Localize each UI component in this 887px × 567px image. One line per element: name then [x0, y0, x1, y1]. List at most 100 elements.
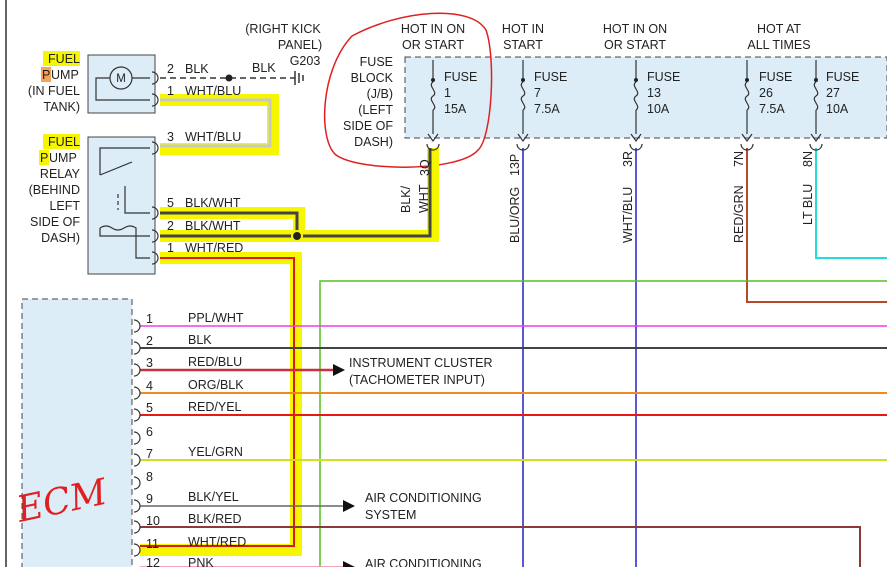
relay-label: FUEL P UMP RELAY (BEHIND LEFT SIDE OF DA…: [29, 134, 81, 245]
fuse-block-label: FUSE BLOCK (J/B) (LEFT SIDE OF DASH): [343, 55, 394, 149]
fuse-13: FUSE 13 10A: [629, 60, 680, 151]
ecm-pin-12-num: 12: [146, 556, 160, 567]
ecm-pin-10-num: 10: [146, 514, 160, 528]
ecm-pin-9-wire: BLK/YEL: [188, 490, 239, 504]
fuse-7-pin: 13P: [508, 154, 522, 176]
header-3-line1: HOT IN ON: [603, 22, 667, 36]
ecm-pin-4-wire: ORG/BLK: [188, 378, 244, 392]
ecm-pin-5-wire: RED/YEL: [188, 400, 242, 414]
ecm-pin-1-wire: PPL/WHT: [188, 311, 244, 325]
relay-box: [87, 136, 156, 275]
fuse-block-line1: FUSE: [360, 55, 393, 69]
fuse-block-line4: (LEFT: [358, 103, 393, 117]
fuse-block-line2: BLOCK: [351, 71, 394, 85]
arrow-instrument-cluster: [333, 364, 345, 376]
motor-label: M: [116, 73, 126, 85]
ground-note-line2: PANEL): [278, 38, 322, 52]
fuse-26-num: 26: [759, 86, 773, 100]
relay-pin-2-wire: BLK/WHT: [185, 219, 241, 233]
ecm-pin-8-num: 8: [146, 470, 153, 484]
pump-pin-1-wire: WHT/BLU: [185, 84, 241, 98]
relay-connectors: [151, 141, 159, 265]
relay-label-line7: DASH): [41, 231, 80, 245]
relay-label-line2-hl: P: [40, 151, 48, 165]
fuse-block-line3: (J/B): [367, 87, 393, 101]
ecm-box: [21, 298, 133, 567]
wire-blk-wht-2: [160, 148, 432, 238]
wire-ecm-10: [140, 526, 861, 567]
pump-pin-1-num: 1: [167, 84, 174, 98]
relay-label-line6: SIDE OF: [30, 215, 80, 229]
dest-ac2-line1: AIR CONDITIONING: [365, 557, 482, 567]
relay-pin-5-wire: BLK/WHT: [185, 196, 241, 210]
ecm-pin-3-num: 3: [146, 356, 153, 370]
pump-label-line1: FUEL: [48, 52, 80, 66]
ecm-pin-7-num: 7: [146, 447, 153, 461]
dest-instrument-cluster-line2: (TACHOMETER INPUT): [349, 373, 485, 387]
dest-instrument-cluster-line1: INSTRUMENT CLUSTER: [349, 356, 493, 370]
header-2-line1: HOT IN: [502, 22, 544, 36]
fuse-13-wire: WHT/BLU: [621, 187, 635, 243]
fuse-headers: HOT IN ON OR START HOT IN START HOT IN O…: [401, 22, 811, 52]
ecm-pin-6-num: 6: [146, 425, 153, 439]
fuse-1-rating: 15A: [444, 102, 467, 116]
fuse-26-label: FUSE: [759, 70, 792, 84]
splice-dot-ground: [225, 74, 233, 82]
relay-label-line3: RELAY: [40, 167, 81, 181]
fuse-1-wire-line2: WHT: [417, 184, 431, 213]
ecm-pin-10-wire: BLK/RED: [188, 512, 242, 526]
fuse-13-pin: 3R: [621, 151, 635, 167]
header-1-line2: OR START: [402, 38, 464, 52]
fuse-26-wire: RED/GRN: [732, 185, 746, 243]
arrow-air-conditioning-2: [343, 561, 355, 567]
wire-blk-wht-5: [160, 211, 299, 236]
dest-ac-line2: SYSTEM: [365, 508, 416, 522]
header-4-line1: HOT AT: [757, 22, 801, 36]
relay-internal-symbol: [99, 147, 150, 259]
wire-red-grn: [746, 148, 887, 303]
relay-label-line2-rest: UMP: [49, 151, 77, 165]
relay-pin-3-wire: WHT/BLU: [185, 130, 241, 144]
ecm-pin-2-num: 2: [146, 334, 153, 348]
wire-lt-blu: [815, 148, 887, 259]
ground-id: G203: [290, 54, 321, 68]
relay-pin-5-num: 5: [167, 196, 174, 210]
dest-ac-line1: AIR CONDITIONING: [365, 491, 482, 505]
relay-label-line1: FUEL: [48, 135, 80, 149]
fuse-1-pin: 3Q: [418, 159, 432, 176]
fuse-27: FUSE 27 10A: [809, 60, 859, 151]
pump-label-line4: TANK): [43, 100, 80, 114]
ecm-pin-2-wire: BLK: [188, 333, 212, 347]
pump-ground-wire-label: BLK: [252, 61, 276, 75]
ecm-pin-9-num: 9: [146, 492, 153, 506]
pump-label-line2-hl: P: [42, 68, 50, 82]
ecm-pin-5-num: 5: [146, 401, 153, 415]
fuse-27-rating: 10A: [826, 102, 849, 116]
fuse-7-label: FUSE: [534, 70, 567, 84]
fuse-1-wire-line1: BLK/: [399, 185, 413, 213]
wire-wht-blu: [160, 98, 272, 148]
header-4-line2: ALL TIMES: [747, 38, 810, 52]
relay-pin-3-num: 3: [167, 130, 174, 144]
ecm-pin-labels: 1 PPL/WHT 2 BLK 3 RED/BLU 4 ORG/BLK 5 RE…: [146, 311, 246, 567]
fuse-27-wire: LT BLU: [801, 184, 815, 225]
fuse-13-rating: 10A: [647, 102, 670, 116]
ground-note-line1: (RIGHT KICK: [245, 22, 321, 36]
fuse-1-num: 1: [444, 86, 451, 100]
fuse-26: FUSE 26 7.5A: [740, 60, 792, 151]
header-2-line2: START: [503, 38, 543, 52]
ecm-pin-1-num: 1: [146, 312, 153, 326]
pump-label-line3: (IN FUEL: [28, 84, 80, 98]
ecm-pin-11-num: 11: [146, 537, 159, 551]
relay-pin-2-num: 2: [167, 219, 174, 233]
wire-wht-red: [140, 257, 295, 547]
fuse-block-panel: [404, 56, 887, 139]
relay-label-line5: LEFT: [49, 199, 80, 213]
wires: [140, 77, 887, 567]
fuse-13-label: FUSE: [647, 70, 680, 84]
header-3-line2: OR START: [604, 38, 666, 52]
header-1-line1: HOT IN ON: [401, 22, 465, 36]
splice-dot-blk-wht: [291, 230, 303, 242]
fuse-27-pin: 8N: [801, 151, 815, 167]
fuse-block-line5: SIDE OF: [343, 119, 393, 133]
